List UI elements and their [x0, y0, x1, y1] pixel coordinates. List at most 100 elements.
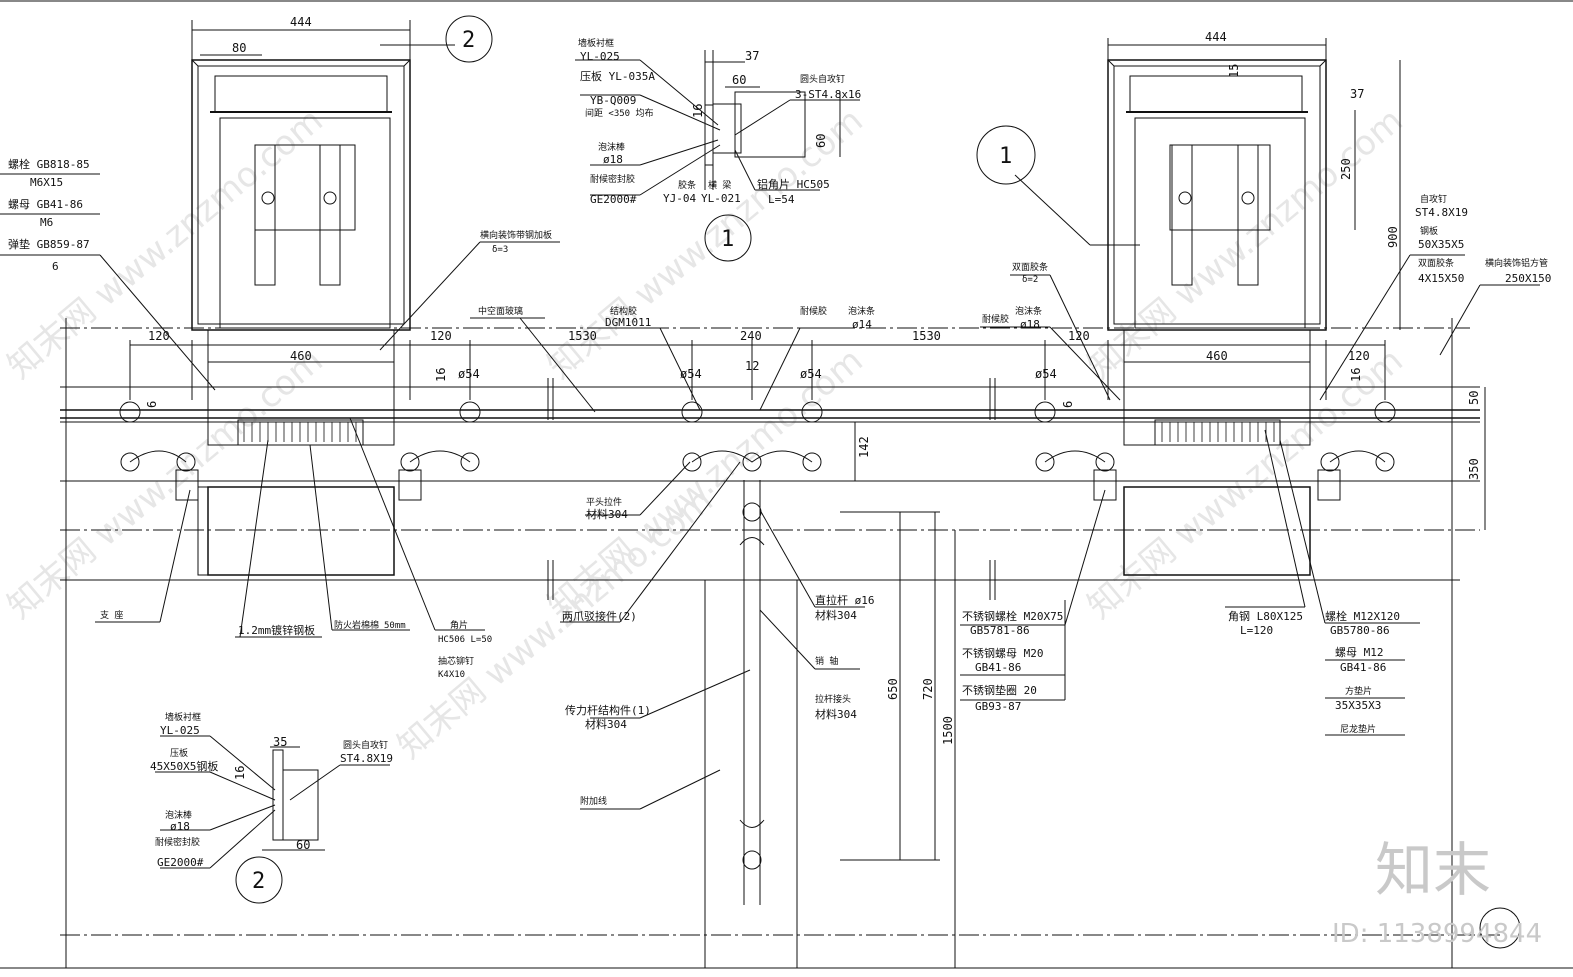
dim-142: 142: [857, 436, 871, 458]
dim-120-right-b: 120: [1348, 349, 1370, 363]
label-two-claw: 两爪驳接件(2): [562, 610, 637, 623]
dim-16-a: 16: [434, 368, 448, 382]
dim-720: 720: [921, 678, 935, 700]
label-gb5780: GB5780-86: [1330, 624, 1390, 637]
label-d2-sealant: 耐候密封胶: [155, 836, 200, 848]
label-support: 支 座: [100, 609, 123, 621]
label-d1-frame: 墙板衬框: [578, 37, 614, 49]
label-d1-yb: YB-Q009: [590, 94, 636, 107]
label-struct-pipe: 传力杆结构件(1): [565, 703, 651, 717]
dim-d1-16: 16: [691, 104, 705, 118]
label-d1-strip: 胶条: [678, 179, 696, 191]
dim-900: 900: [1386, 226, 1400, 248]
bubble-detail-1: 1: [721, 227, 734, 252]
watermark-diag-6: 知末网 www.znzmo.com: [1080, 340, 1411, 626]
label-phi18-r: ø18: [1020, 318, 1040, 331]
dim-460-right: 460: [1206, 349, 1228, 363]
dim-120-left: 120: [148, 329, 170, 343]
label-nut-m12: 螺母 M12: [1335, 646, 1384, 659]
label-mat304a: 材料304: [586, 507, 628, 521]
label-d2-phi18: ø18: [170, 820, 190, 833]
label-d1-foam: 泡沫棒: [598, 141, 625, 153]
label-d1-spacing: 间距 <350 均布: [585, 107, 654, 119]
label-struct-sealant: 结构胶: [610, 305, 637, 317]
label-d2: δ=2: [1022, 275, 1038, 285]
dim-50: 50: [1467, 391, 1481, 405]
label-attach-line: 附加线: [580, 795, 607, 807]
bubble-1-right: 1: [999, 144, 1012, 169]
dim-80: 80: [232, 41, 246, 55]
label-deco-tube: 横向装饰铝方管: [1485, 257, 1548, 269]
dim-15: 15: [1227, 64, 1241, 78]
label-m6x15: M6X15: [30, 176, 63, 189]
label-bolt-m12: 螺栓 M12X120: [1325, 609, 1400, 623]
label-d1-alu: 铝角片 HC505: [757, 177, 830, 191]
label-washer-gb859: 弹垫 GB859-87: [8, 237, 90, 251]
dim-120-right: 120: [1068, 329, 1090, 343]
label-flat-head: 平头拉件: [586, 496, 622, 508]
dim-444-right: 444: [1205, 30, 1227, 44]
dim-phi54-d: ø54: [1035, 367, 1057, 381]
dim-650: 650: [886, 678, 900, 700]
label-tension-joint: 拉杆接头: [815, 693, 851, 705]
watermark-diag-5: 知末网 www.znzmo.com: [1080, 100, 1411, 386]
dim-d1-60v: 60: [814, 134, 828, 148]
label-k4x10: K4X10: [438, 670, 465, 680]
dim-6-a: 6: [145, 401, 159, 408]
label-st48x19: ST4.8X19: [1415, 206, 1468, 219]
label-t4x15x50: 4X15X50: [1418, 272, 1464, 285]
dim-phi54-b: ø54: [680, 367, 702, 381]
label-d2-ge: GE2000#: [157, 856, 204, 869]
label-d2-yl025: YL-025: [160, 724, 200, 737]
label-hc506: HC506 L=50: [438, 635, 492, 645]
dim-6-b: 6: [1061, 401, 1075, 408]
bubble-labels: 2 1 1 2: [252, 28, 1012, 894]
label-weather-r: 耐候胶: [982, 313, 1009, 325]
label-axis: 销 轴: [815, 655, 838, 667]
label-d2-press: 压板: [170, 747, 188, 759]
label-d2-plate: 45X50X5钢板: [150, 759, 218, 773]
label-d1-phi18: ø18: [603, 153, 623, 166]
label-steel-plate: 钢板: [1420, 225, 1438, 237]
dim-444-left: 444: [290, 15, 312, 29]
label-phi14: ø14: [852, 318, 872, 331]
label-d1-press: 压板 YL-035A: [580, 69, 655, 83]
label-mat304d: 材料304: [585, 717, 627, 731]
label-gb93: GB93-87: [975, 700, 1021, 713]
corner-watermark: 知末 ID: 1138994844: [1332, 836, 1542, 949]
label-d1-screw: 圆头自攻钉: [800, 73, 845, 85]
dim-460-left: 460: [290, 349, 312, 363]
label-d1-yl021: YL-021: [701, 192, 741, 205]
watermark-id: ID: 1138994844: [1332, 919, 1542, 949]
label-d1-ge: GE2000#: [590, 193, 637, 206]
label-mat304b: 材料304: [815, 608, 857, 622]
label-d1-yj: YJ-04: [663, 192, 696, 205]
dim-37-right: 37: [1350, 87, 1364, 101]
dim-d1-37: 37: [745, 49, 759, 63]
label-d2-st: ST4.8X19: [340, 752, 393, 765]
label-d2-frame: 墙板衬框: [165, 711, 201, 723]
watermark-diag-7: 知末网 www.znzmo.com: [390, 480, 721, 766]
label-d1-yl025: YL-025: [580, 50, 620, 63]
label-ss-washer: 不锈钢垫圈 20: [962, 683, 1037, 697]
dim-250: 250: [1339, 158, 1353, 180]
label-dgm: DGM1011: [605, 316, 651, 329]
label-ss-bolt: 不锈钢螺栓 M20X75: [962, 609, 1063, 623]
label-d1-profile: 横 梁: [708, 179, 731, 191]
dim-12: 12: [745, 359, 759, 373]
dim-16-b: 16: [1349, 368, 1363, 382]
label-d3: δ=3: [492, 245, 508, 255]
label-dbl-tape-r: 双面胶条: [1012, 261, 1048, 273]
label-mat304c: 材料304: [815, 707, 857, 721]
label-self-screw: 自攻钉: [1420, 193, 1447, 205]
label-gb5781: GB5781-86: [970, 624, 1030, 637]
label-tube250: 250X150: [1505, 272, 1551, 285]
dim-350: 350: [1467, 458, 1481, 480]
watermark-diag-2: 知末网 www.znzmo.com: [0, 340, 331, 626]
spider-fittings: [119, 401, 1396, 501]
annotation-labels: 螺栓 GB818-85 M6X15 螺母 GB41-86 M6 弹垫 GB859…: [8, 37, 1551, 869]
label-ss-nut: 不锈钢螺母 M20: [962, 647, 1044, 660]
label-rod-phi16: 直拉杆 ø16: [815, 593, 875, 607]
